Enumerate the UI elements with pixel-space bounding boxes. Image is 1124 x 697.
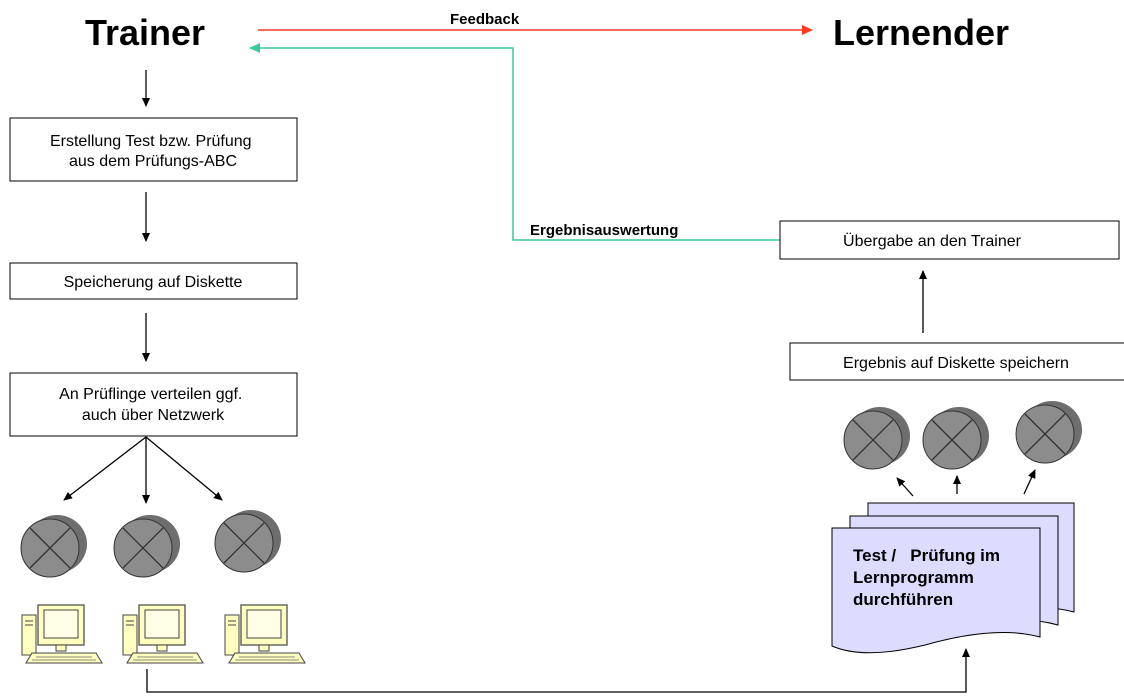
svg-text:An Prüflinge verteilen ggf.: An Prüflinge verteilen ggf. auch über Ne… xyxy=(59,386,247,424)
handover-box xyxy=(779,220,1120,260)
perform-test-line1: Test / Prüfung im xyxy=(853,546,1000,565)
step-create-test-line1: Erstellung Test bzw. Prüfung xyxy=(50,133,252,150)
step-save-disk-box xyxy=(9,262,298,300)
computer-icon xyxy=(21,604,103,664)
computer-icon xyxy=(224,604,306,664)
step-distribute-line1: An Prüflinge verteilen ggf. xyxy=(59,386,242,403)
disk-icon xyxy=(1015,400,1083,464)
step-save-disk-label: Speicherung auf Diskette xyxy=(64,274,243,291)
disk-icon xyxy=(20,514,88,578)
handover-label: Übergabe an den Trainer xyxy=(843,232,1022,250)
svg-text:Test / Prüfung im Lernpr: Test / Prüfung im Lernprogramm durchführ… xyxy=(853,546,1024,609)
disk-icon xyxy=(922,406,990,470)
disk-icon xyxy=(113,514,181,578)
perform-test-line3: durchführen xyxy=(853,590,953,609)
save-result-label: Ergebnis auf Diskette speichern xyxy=(843,355,1069,372)
distribute-arrow-right xyxy=(145,436,223,501)
trainer-title: Trainer xyxy=(85,12,205,53)
step-distribute-line2: auch über Netzwerk xyxy=(82,407,225,424)
learner-title: Lernender xyxy=(833,12,1009,53)
result-evaluation-label: Ergebnisauswertung xyxy=(530,222,678,239)
evaluation-arrow xyxy=(249,43,780,241)
disk-icon xyxy=(843,406,911,470)
feedback-label: Feedback xyxy=(450,11,520,28)
perform-test-line2: Lernprogramm xyxy=(853,568,974,587)
step-create-test-box xyxy=(9,117,298,182)
distribute-arrow-left xyxy=(63,436,147,501)
doc-to-disk-arrow-right xyxy=(1023,469,1036,495)
bottom-connector-arrow xyxy=(146,648,970,693)
step-create-test-line2: aus dem Prüfungs-ABC xyxy=(69,153,237,170)
computer-icon xyxy=(122,604,204,664)
document-stack-icon xyxy=(831,502,1075,654)
step-distribute-box xyxy=(9,372,298,437)
save-result-box xyxy=(789,342,1124,381)
doc-to-disk-arrow-left xyxy=(896,477,914,497)
disk-icon xyxy=(214,509,282,573)
svg-text:Erstellung Test bzw. Prüfung: Erstellung Test bzw. Prüfung aus dem Prü… xyxy=(50,133,256,170)
